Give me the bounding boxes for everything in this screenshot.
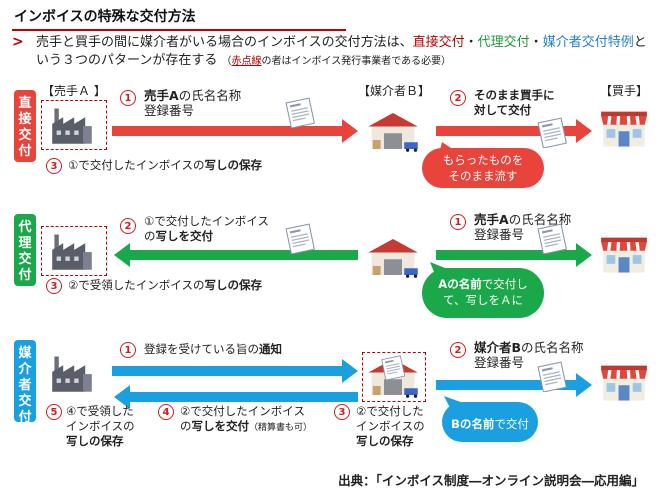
- lead-broker: 媒介者交付特例: [542, 35, 634, 50]
- chevron-right-icon: >: [12, 34, 24, 50]
- arrow-agent-broker-to-buyer: [436, 243, 592, 267]
- row-label-broker: 媒介者交付: [14, 340, 36, 425]
- step-text-broker-1: 登録を受けている旨の通知: [144, 342, 282, 356]
- bubble-text-agent: Aの名前で交付して、写しをＡに: [438, 277, 528, 307]
- arrow-direct-broker-to-buyer: [436, 119, 592, 143]
- broker-box: [362, 352, 426, 402]
- shop-icon: [600, 362, 648, 402]
- source-citation: 出典：「インボイス制度―オンライン説明会―応用編」: [338, 473, 644, 488]
- warehouse-icon: [366, 110, 420, 152]
- warehouse-icon: [366, 236, 420, 278]
- step-number: 2: [450, 90, 466, 106]
- broker-label: 【媒介者Ｂ】: [358, 84, 431, 98]
- arrow-broker-notify: [112, 359, 358, 383]
- step-text-agent-2: ①で交付したインボイスの写しを交付: [144, 214, 269, 243]
- step-number: 4: [158, 404, 174, 420]
- lead-agent: 代理交付: [477, 35, 530, 50]
- step-number: 2: [120, 218, 136, 234]
- step-number: 3: [46, 158, 62, 174]
- step-number: 3: [46, 278, 62, 294]
- lead-text: 売手と買手の間に媒介者がいる場合のインボイスの交付方法は、直接交付・代理交付・媒…: [36, 35, 647, 68]
- callout-bubble-direct: [422, 142, 544, 188]
- step-number: 2: [450, 342, 466, 358]
- arrow-agent-broker-to-seller: [114, 243, 358, 267]
- lead-note: （赤点線の者はインボイス発行事業者である必要）: [221, 56, 452, 67]
- invoice-icon: [284, 96, 316, 128]
- shop-icon: [600, 234, 648, 274]
- shop-icon: [600, 108, 648, 148]
- step-number: 1: [120, 90, 136, 106]
- step-text-direct-2: そのまま買手に対して交付: [474, 88, 555, 117]
- step-number: 3: [334, 404, 350, 420]
- step-text-broker-3: ②で交付したインボイスの写しの保存: [356, 404, 425, 448]
- seller-box-agent: [41, 226, 107, 276]
- factory-icon: [50, 106, 94, 144]
- invoice-icon: [284, 222, 316, 254]
- factory-icon: [50, 232, 94, 270]
- bubble-text-direct: もらったものをそのまま流す: [442, 153, 524, 183]
- seller-label: 【売手Ａ 】: [42, 84, 106, 98]
- arrow-direct-seller-to-broker: [112, 119, 358, 143]
- step-text-broker-2: 媒介者Bの氏名名称登録番号: [474, 340, 584, 370]
- factory-icon: [50, 354, 94, 392]
- step-number: 1: [120, 342, 136, 358]
- arrow-broker-to-buyer: [436, 373, 592, 397]
- callout-bubble-agent: [422, 262, 544, 318]
- lead-direct: 直接交付: [412, 35, 465, 50]
- step-text-agent-3: ②で受領したインボイスの写しの保存: [68, 278, 262, 292]
- row-label-direct: 直接交付: [14, 90, 36, 162]
- page-title: インボイスの特殊な交付方法: [14, 9, 196, 25]
- step-number: 1: [450, 214, 466, 230]
- row-label-agent: 代理交付: [14, 214, 36, 286]
- step-number: 5: [46, 404, 62, 420]
- step-text-agent-1: 売手Aの氏名名称登録番号: [474, 212, 572, 242]
- invoice-icon: [536, 222, 568, 254]
- step-text-broker-4: ②で交付したインボイスの写しを交付（精算書も可）: [180, 404, 313, 433]
- arrow-broker-copy-to-seller: [114, 385, 358, 409]
- step-text-broker-5: ④で受領したインボイスの写しの保存: [66, 404, 135, 448]
- callout-bubble-broker: [442, 396, 538, 442]
- step-text-direct-3: ①で交付したインボイスの写しの保存: [68, 158, 262, 172]
- invoice-icon: [380, 354, 406, 380]
- invoice-icon: [536, 360, 568, 392]
- step-text-direct-1: 売手Aの氏名名称登録番号: [144, 88, 242, 118]
- seller-box-direct: [41, 100, 107, 150]
- bubble-text-broker: Bの名前で交付: [451, 417, 529, 431]
- buyer-label: 【買手】: [600, 84, 649, 98]
- title-underline: [12, 29, 346, 31]
